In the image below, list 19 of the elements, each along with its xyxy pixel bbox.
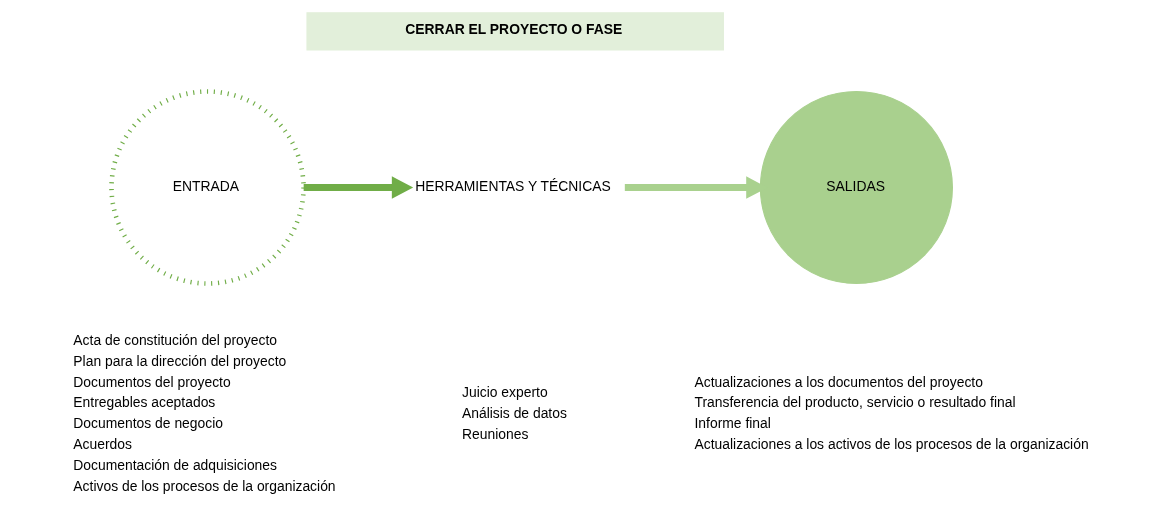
node-label: Documentos del proyecto [72,373,231,390]
node-box: CERRAR EL PROYECTO O FASE [305,12,724,51]
node-circle: ENTRADA [108,89,306,286]
node-label: Acuerdos [72,436,132,453]
node-label: Transferencia del producto, servicio o resultado final [693,394,1016,411]
node-label: Actualizaciones a los documentos del proyecto [693,373,983,390]
node-label: Juicio experto [461,384,548,400]
node-label: Reuniones [461,425,528,442]
node-label: Acta de constitución del proyecto [72,331,277,348]
node-label: Entregables aceptados [72,394,215,411]
node-label: Actualizaciones a los activos de los procesos de la organización [693,436,1089,453]
node-text: HERRAMIENTAS Y TÉCNICAS [414,178,611,195]
node-label: Documentos de negocio [72,415,223,432]
node-label: Plan para la dirección del proyecto [72,352,286,369]
node-label: Informe final [693,415,771,432]
node-circle: SALIDAS [759,90,953,285]
node-label: Activos de los procesos de la organización [72,477,336,494]
node-label: Documentación de adquisiciones [72,456,277,473]
node-label: Análisis de datos [461,404,567,421]
